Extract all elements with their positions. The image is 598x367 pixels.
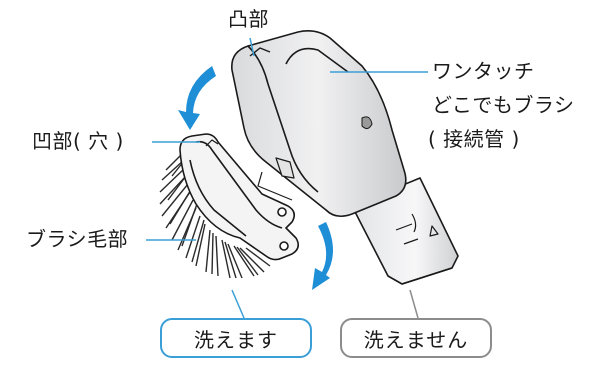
- motion-arrows: [178, 66, 333, 290]
- arrow-upper: [178, 66, 216, 130]
- label-concave: 凹部( 穴 ): [32, 129, 124, 153]
- bristles: [159, 151, 271, 279]
- label-bristles: ブラシ毛部: [26, 227, 129, 251]
- label-nozzle-line1: ワンタッチ: [432, 59, 535, 83]
- nozzle-illustration: [231, 30, 459, 285]
- leader-not-washable: [409, 289, 419, 319]
- label-nozzle-line2: どこでもブラシ: [432, 93, 575, 117]
- badge-not-washable: 洗えません: [340, 318, 492, 358]
- label-convex: 凸部: [228, 7, 269, 31]
- brush-illustration: [159, 133, 300, 279]
- leader-lines: [146, 37, 428, 319]
- badge-washable: 洗えます: [160, 318, 312, 358]
- leader-washable: [231, 289, 245, 319]
- label-nozzle-line3: ( 接続管 ): [428, 127, 520, 151]
- leader-convex: [249, 37, 255, 57]
- arrow-lower: [312, 222, 333, 290]
